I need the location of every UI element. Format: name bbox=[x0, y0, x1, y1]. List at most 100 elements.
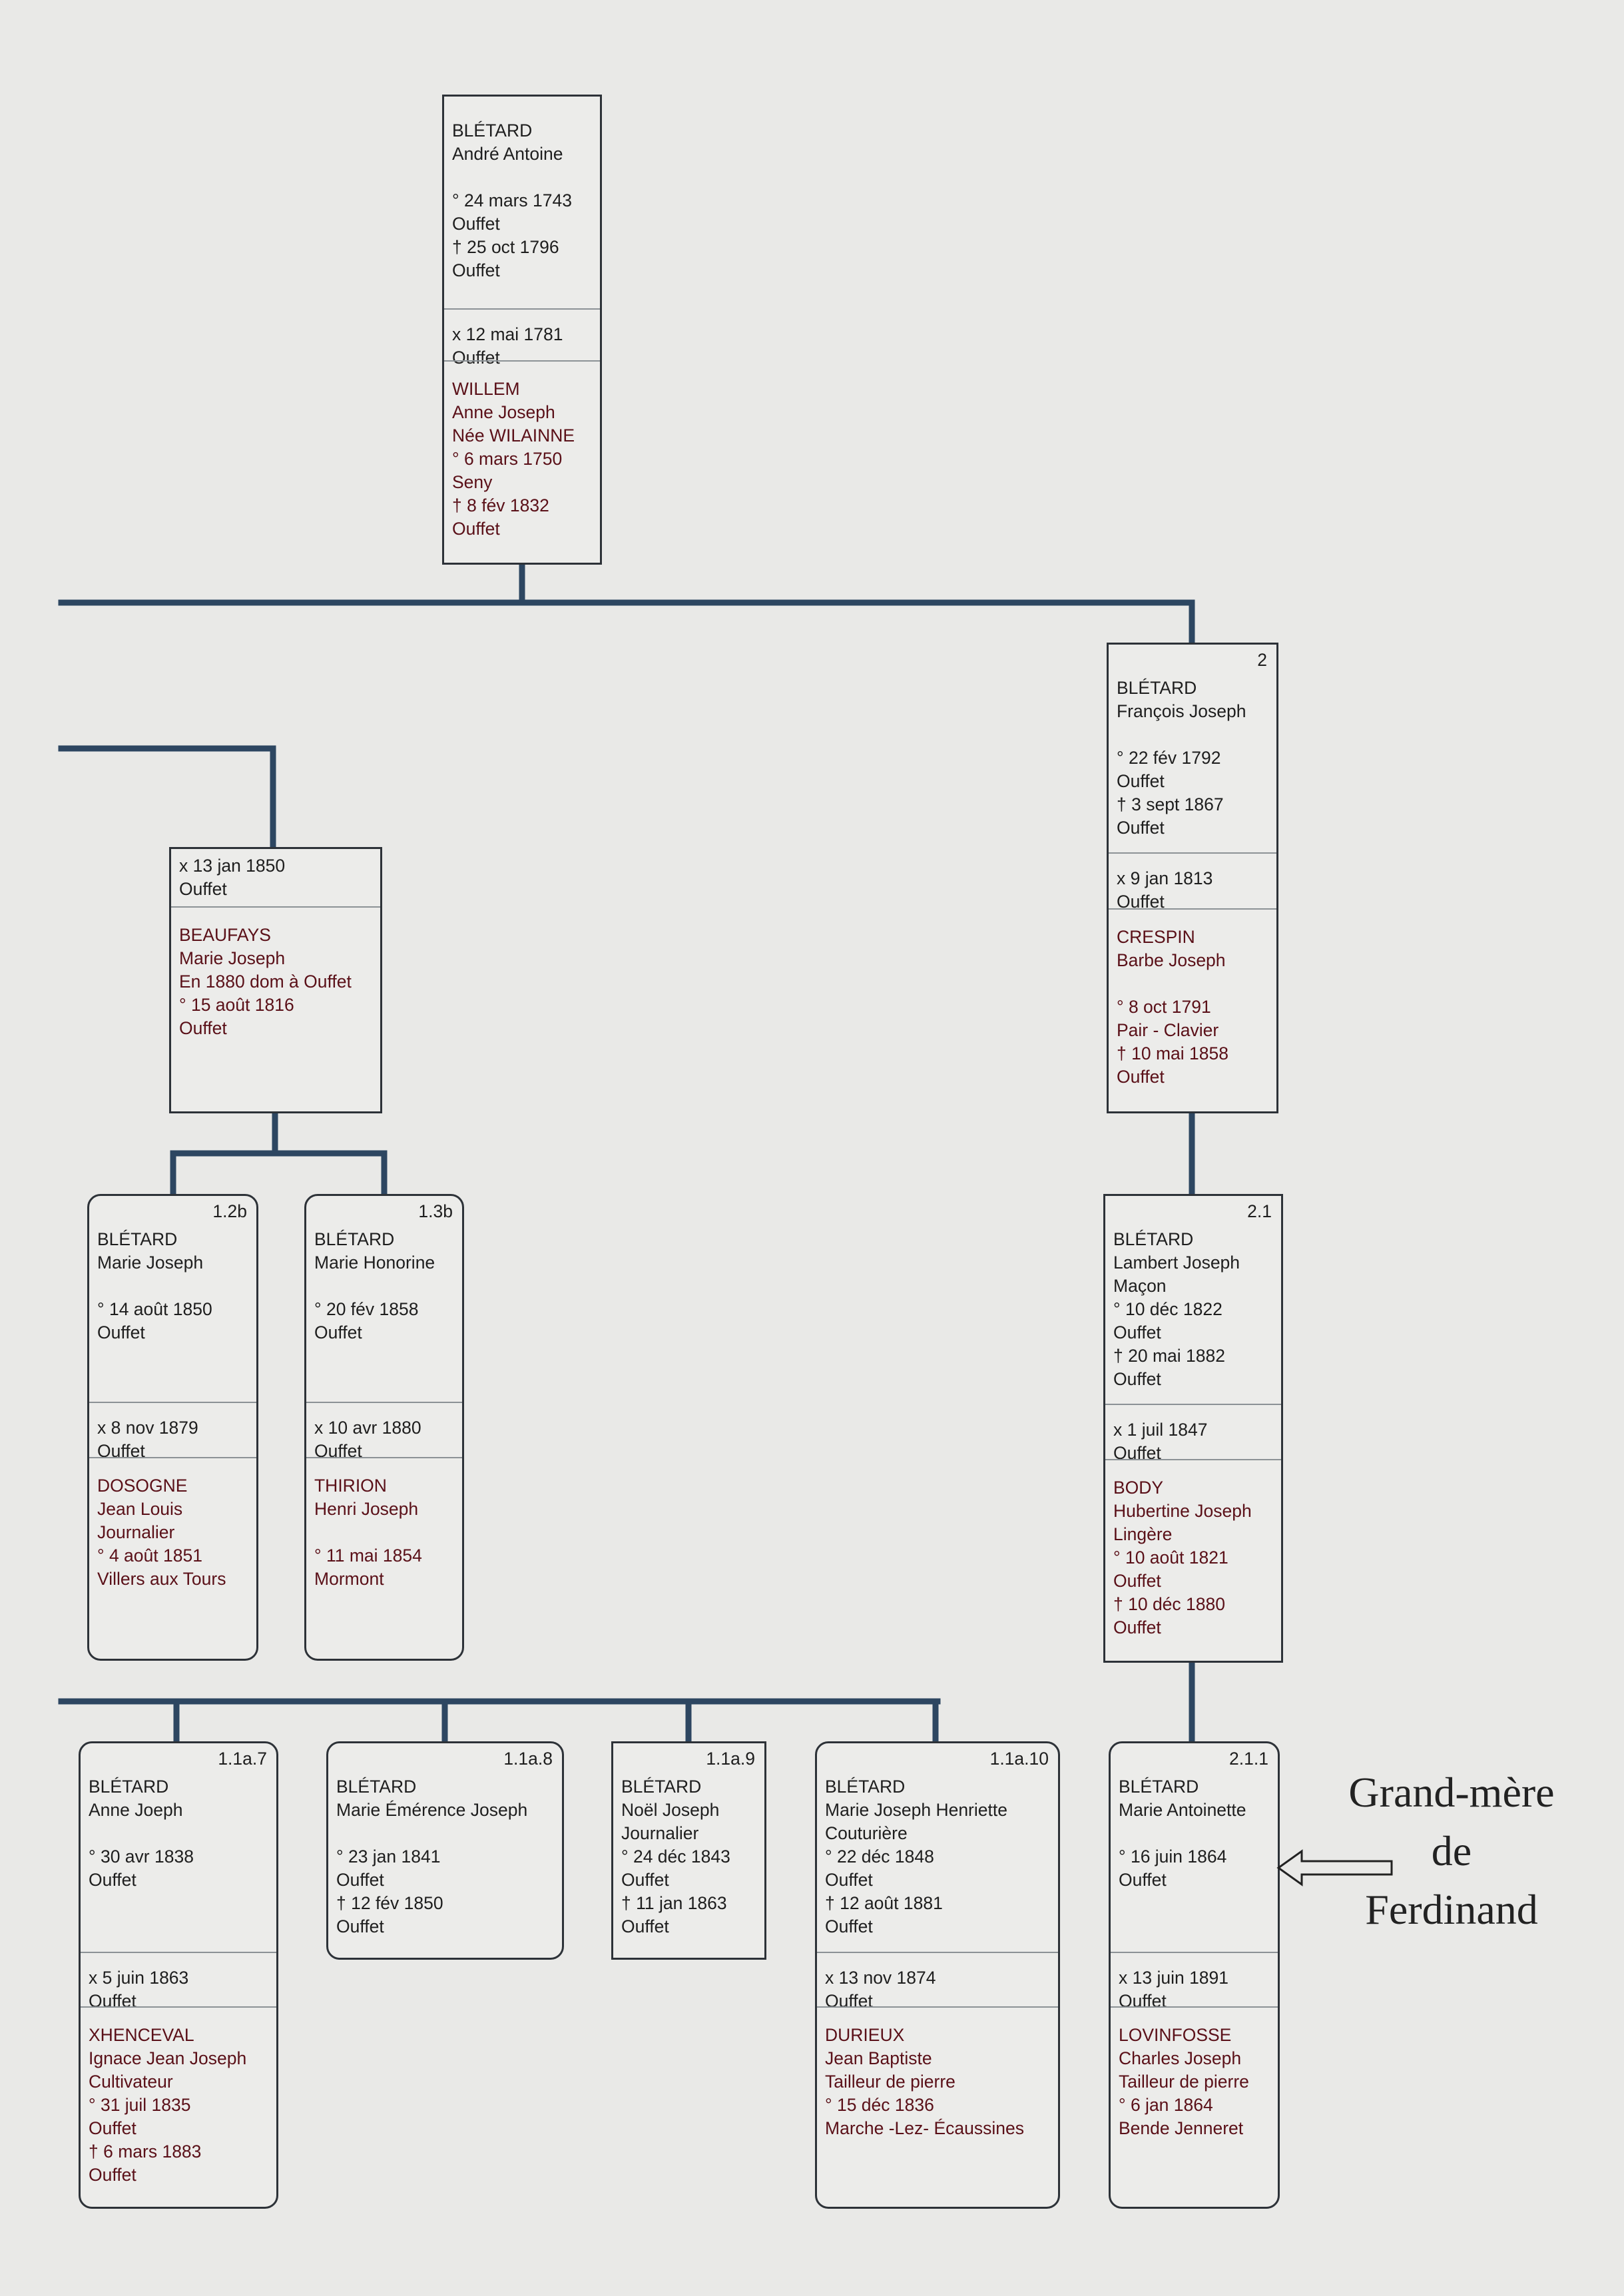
person-line: Ouffet bbox=[89, 1870, 136, 1890]
spouse-line bbox=[314, 1521, 462, 1544]
person-line bbox=[97, 1275, 256, 1298]
arrow-left-icon bbox=[1276, 1849, 1393, 1886]
spouse-line: Anne Joseph bbox=[452, 402, 555, 422]
spouse-line: Ouffet bbox=[452, 519, 500, 539]
sosa-number: 1.3b bbox=[418, 1201, 453, 1221]
person-line: BLÉTARD bbox=[1119, 1777, 1199, 1797]
sosa-number: 1.1a.9 bbox=[706, 1749, 755, 1769]
person-line: ° 20 fév 1858 bbox=[314, 1299, 419, 1319]
person-line: Ouffet bbox=[97, 1322, 145, 1342]
connector-gen4-bar bbox=[58, 1698, 941, 1745]
person-line: Ouffet bbox=[1113, 1322, 1161, 1342]
person-line: Ouffet bbox=[314, 1322, 362, 1342]
spouse-line: En 1880 dom à Ouffet bbox=[179, 972, 352, 992]
person-line: BLÉTARD bbox=[97, 1229, 178, 1249]
spouse-line: ° 11 mai 1854 bbox=[314, 1546, 422, 1566]
spouse-line: ° 6 mars 1750 bbox=[452, 449, 563, 469]
person-line: ° 16 juin 1864 bbox=[1119, 1847, 1227, 1866]
person-line: Ouffet bbox=[336, 1916, 384, 1936]
person-line: ° 22 déc 1848 bbox=[825, 1847, 934, 1866]
spouse-line: Née WILAINNE bbox=[452, 426, 575, 445]
spouse-line: Ouffet bbox=[1117, 1067, 1165, 1087]
person-line: BLÉTARD bbox=[336, 1777, 417, 1797]
person-line: Ouffet bbox=[452, 260, 500, 280]
person-line: BLÉTARD bbox=[621, 1777, 702, 1797]
spouse-line: XHENCEVAL bbox=[89, 2025, 194, 2045]
spouse-line: THIRION bbox=[314, 1476, 387, 1496]
annotation-line: Ferdinand bbox=[1365, 1886, 1538, 1933]
spouse-line: ° 31 juil 1835 bbox=[89, 2095, 191, 2115]
spouse-line: † 10 mai 1858 bbox=[1117, 1043, 1228, 1063]
spouse-line: Charles Joseph bbox=[1119, 2048, 1242, 2068]
person-line: Ouffet bbox=[621, 1870, 669, 1890]
person-line: † 20 mai 1882 bbox=[1113, 1346, 1225, 1366]
person-line: Marie Antoinette bbox=[1119, 1800, 1246, 1820]
spouse-line: Ouffet bbox=[1113, 1617, 1161, 1637]
spouse-line: Tailleur de pierre bbox=[825, 2072, 955, 2092]
person-line: Ouffet bbox=[1113, 1369, 1161, 1389]
spouse-line: Marche -Lez- Écaussines bbox=[825, 2118, 1024, 2138]
sosa-number: 1.1a.7 bbox=[218, 1749, 267, 1769]
sosa-number: 2 bbox=[1257, 650, 1267, 670]
sosa-number: 2.1 bbox=[1247, 1201, 1272, 1221]
person-line: Couturière bbox=[825, 1823, 908, 1843]
spouse-line: Henri Joseph bbox=[314, 1499, 419, 1519]
spouse-line: Jean Louis bbox=[97, 1499, 183, 1519]
person-line: † 11 jan 1863 bbox=[621, 1893, 727, 1913]
spouse-line: Ouffet bbox=[179, 1018, 227, 1038]
person-line: Anne Joeph bbox=[89, 1800, 183, 1820]
spouse-line: Lingère bbox=[1113, 1524, 1173, 1544]
person-line: Ouffet bbox=[825, 1870, 873, 1890]
marriage-line: x 9 jan 1813 bbox=[1117, 868, 1213, 888]
person-line: † 25 oct 1796 bbox=[452, 237, 559, 257]
person-line: Ouffet bbox=[1117, 771, 1165, 791]
spouse-line: WILLEM bbox=[452, 379, 520, 399]
sosa-number: 1.1a.8 bbox=[503, 1749, 553, 1769]
person-line: Maçon bbox=[1113, 1276, 1167, 1296]
person-line: BLÉTARD bbox=[825, 1777, 906, 1797]
person-line: Marie Joseph bbox=[97, 1253, 204, 1273]
person-line: Ouffet bbox=[621, 1916, 669, 1936]
person-line: Ouffet bbox=[452, 214, 500, 234]
spouse-line: Ouffet bbox=[89, 2118, 136, 2138]
spouse-line: DOSOGNE bbox=[97, 1476, 188, 1496]
spouse-line: † 8 fév 1832 bbox=[452, 495, 549, 515]
spouse-line: BEAUFAYS bbox=[179, 925, 271, 945]
person-line: ° 24 mars 1743 bbox=[452, 190, 573, 210]
person-line: Ouffet bbox=[1117, 818, 1165, 838]
person-line: Ouffet bbox=[336, 1870, 384, 1890]
person-line: BLÉTARD bbox=[89, 1777, 169, 1797]
marriage-line: Ouffet bbox=[825, 1991, 873, 2011]
marriage-line: Ouffet bbox=[1119, 1991, 1167, 2011]
spouse-line: Mormont bbox=[314, 1569, 384, 1589]
spouse-line: Seny bbox=[452, 472, 493, 492]
person-line: André Antoine bbox=[452, 144, 563, 164]
marriage-line: x 1 juil 1847 bbox=[1113, 1420, 1208, 1440]
marriage-line: Ouffet bbox=[452, 348, 500, 368]
sosa-number: 1.2b bbox=[212, 1201, 247, 1221]
sosa-number: 1.1a.10 bbox=[989, 1749, 1049, 1769]
